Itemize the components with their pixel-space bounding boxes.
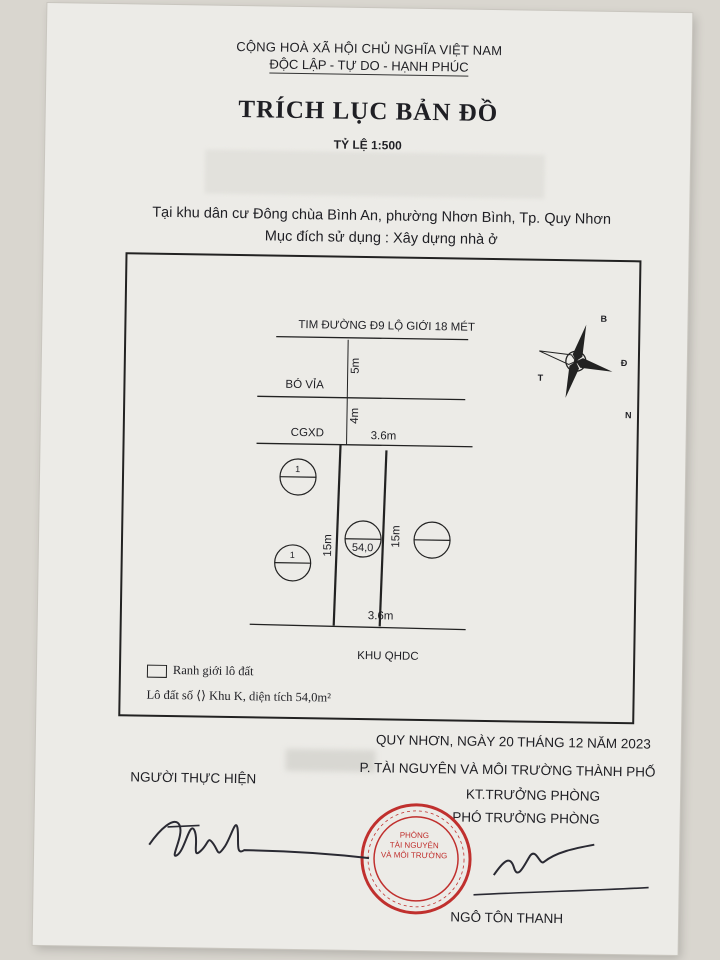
compass-west: T [537,372,544,383]
official-signature [473,843,649,896]
stamp-text: PHÒNG TÀI NGUYÊN VÀ MÔI TRƯỜNG [374,830,454,861]
setback-5m-label: 5m [349,357,362,374]
neighbor-circle-bottom-left [274,544,312,582]
zone-label: KHU QHDC [357,649,419,663]
lot-circle [344,520,382,558]
compass-south: N [624,410,632,421]
lot-description: Lô đất số ⟨⟩ Khu K, diện tích 54,0m² [146,687,332,705]
performer-label: NGƯỜI THỰC HIỆN [130,769,257,787]
document-page: CỘNG HOÀ XÃ HỘI CHỦ NGHĨA VIỆT NAM ĐỘC L… [32,2,693,956]
neighbor-top-left-number: 1 [295,463,301,475]
map-frame: TIM ĐƯỜNG Đ9 LỘ GIỚI 18 MÉT BÓ VỈA CGXD … [118,252,642,725]
curb-line [257,395,466,401]
neighbor-bottom-left-number: 1 [289,549,295,560]
issue-date: QUY NHƠN, NGÀY 20 THÁNG 12 NĂM 2023 [375,732,651,752]
kt-label: KT.TRƯỞNG PHÒNG [465,786,601,804]
purpose-line: Mục đích sử dụng : Xây dựng nhà ở [264,228,498,249]
lot-depth-left: 15m [321,534,335,557]
signer-name: NGÔ TÔN THANH [450,909,564,927]
setback-4m-label: 4m [348,407,362,424]
location-line: Tại khu dân cư Đông chùa Bình An, phường… [152,204,612,228]
redacted-area [204,149,546,199]
lot-width-top: 3.6m [370,430,397,443]
lot-area-label: 54,0 [351,541,374,555]
bottom-boundary-line [249,623,466,631]
compass-icon [539,324,613,398]
motto-text: ĐỘC LẬP - TỰ DO - HẠNH PHÚC [269,56,469,77]
compass-east: Đ [620,358,628,369]
legend-text: Ranh giới lô đất [172,663,254,679]
setback-dimension-line [346,339,349,445]
build-line [256,442,473,448]
lot-boundary-left [332,444,342,626]
department-label: P. TÀI NGUYÊN VÀ MÔI TRƯỜNG THÀNH PHỐ [359,759,656,780]
legend-swatch [146,664,168,678]
document-title: TRÍCH LỤC BẢN ĐỒ [238,96,499,128]
lot-boundary-right [378,450,388,627]
compass-north: B [600,313,608,324]
performer-signature [148,820,370,860]
lot-width-bottom: 3.6m [367,610,394,623]
curb-label: BÓ VỈA [285,378,324,392]
lot-depth-right: 15m [390,525,403,548]
road-centerline [276,335,469,341]
map-drawing [249,324,613,631]
build-line-label: CGXD [290,426,325,440]
stamp-line-3: VÀ MÔI TRƯỜNG [380,850,448,861]
neighbor-circle-right [413,521,451,559]
neighbor-circle-top-left [279,458,317,496]
